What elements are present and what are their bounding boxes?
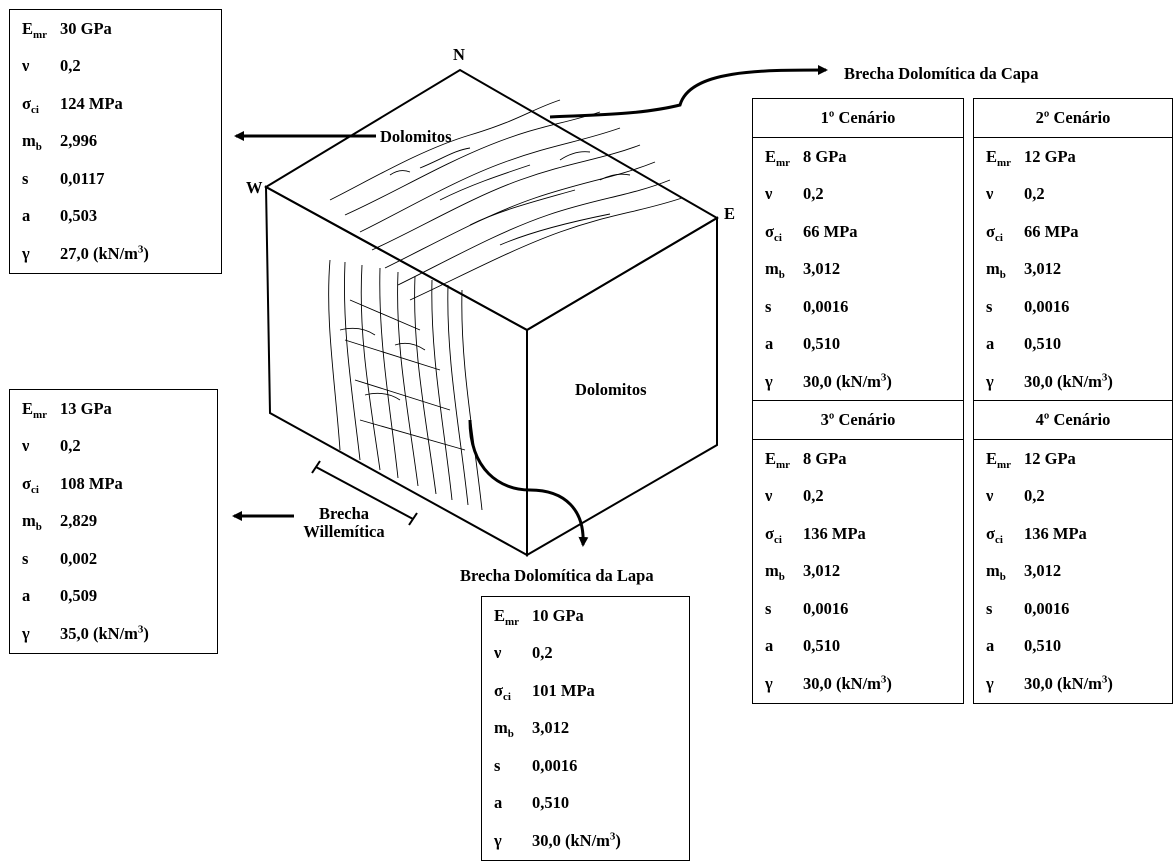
- dolomitos-front-label: Dolomitos: [575, 380, 647, 399]
- dolomitos-top-label: Dolomitos: [380, 127, 452, 146]
- breccia-zone-front: [328, 259, 483, 511]
- cube-outline: [263, 68, 719, 557]
- brecha-willemitica-line1: Brecha: [318, 504, 370, 523]
- cenario4-title-row: 4º Cenário: [973, 400, 1173, 440]
- brecha-willemitica-label: Brecha Willemítica: [290, 505, 398, 541]
- breccia-zone-top: [329, 99, 683, 301]
- west-label: W: [246, 178, 263, 197]
- arrow-brecha-capa: [549, 65, 828, 119]
- brecha-lapa-label: Brecha Dolomítica da Lapa: [460, 566, 654, 585]
- cenario3-title-row: 3º Cenário: [752, 400, 964, 440]
- cenario2-title-row: 2º Cenário: [973, 98, 1173, 138]
- arrow-brecha-lapa: [468, 419, 589, 547]
- cenario1-title-row: 1º Cenário: [752, 98, 964, 138]
- width-bar: [311, 460, 418, 526]
- cube-top-face: [263, 68, 719, 332]
- brecha-capa-label: Brecha Dolomítica da Capa: [844, 64, 1039, 83]
- east-label: E: [724, 204, 736, 223]
- cube-left-face: [264, 185, 528, 557]
- north-label: N: [453, 45, 465, 64]
- brecha-willemitica-line2: Willemítica: [303, 522, 385, 541]
- cube-right-face: [526, 216, 718, 557]
